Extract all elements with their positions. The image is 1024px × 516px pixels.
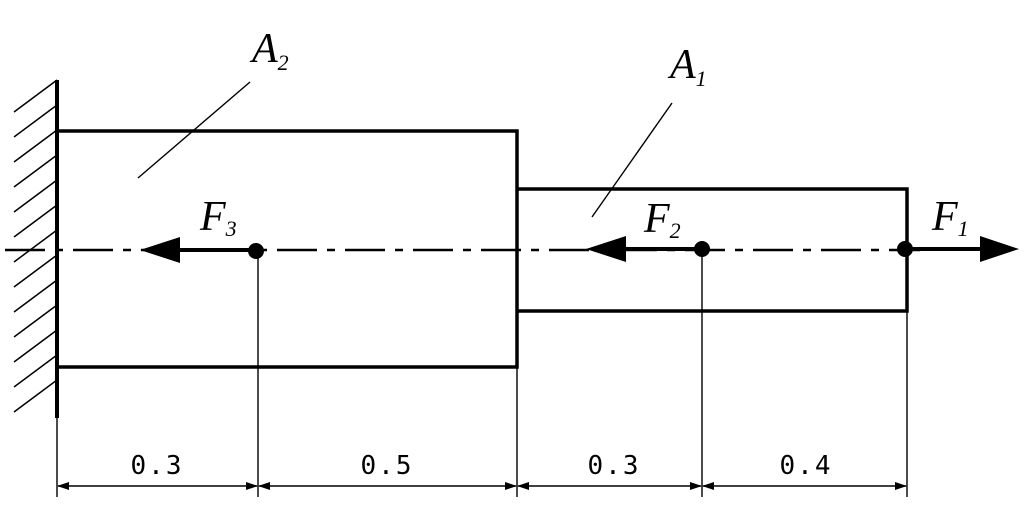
force-f1-arrowhead bbox=[980, 236, 1019, 262]
label-a2: A2 bbox=[249, 26, 289, 75]
force-f1-point bbox=[897, 241, 913, 257]
force-f2-point bbox=[694, 241, 710, 257]
label-f3: F3 bbox=[199, 194, 237, 241]
wall-hatching bbox=[13, 79, 58, 413]
force-f3 bbox=[140, 237, 264, 263]
dimension-4: 0.4 bbox=[780, 451, 833, 481]
label-f2: F2 bbox=[643, 196, 681, 243]
force-f1 bbox=[897, 236, 1019, 262]
force-f3-arrowhead bbox=[140, 237, 180, 263]
extension-lines bbox=[56, 251, 908, 497]
label-a1: A1 bbox=[667, 42, 707, 91]
a1-leader bbox=[591, 102, 673, 218]
dimension-1: 0.3 bbox=[131, 451, 184, 481]
dimension-2: 0.5 bbox=[361, 451, 414, 481]
a2-leader bbox=[137, 81, 251, 179]
force-f2 bbox=[586, 236, 710, 262]
dimension-3: 0.3 bbox=[588, 451, 641, 481]
force-f3-point bbox=[248, 243, 264, 259]
label-f1: F1 bbox=[931, 194, 969, 241]
force-f2-arrowhead bbox=[586, 236, 626, 262]
